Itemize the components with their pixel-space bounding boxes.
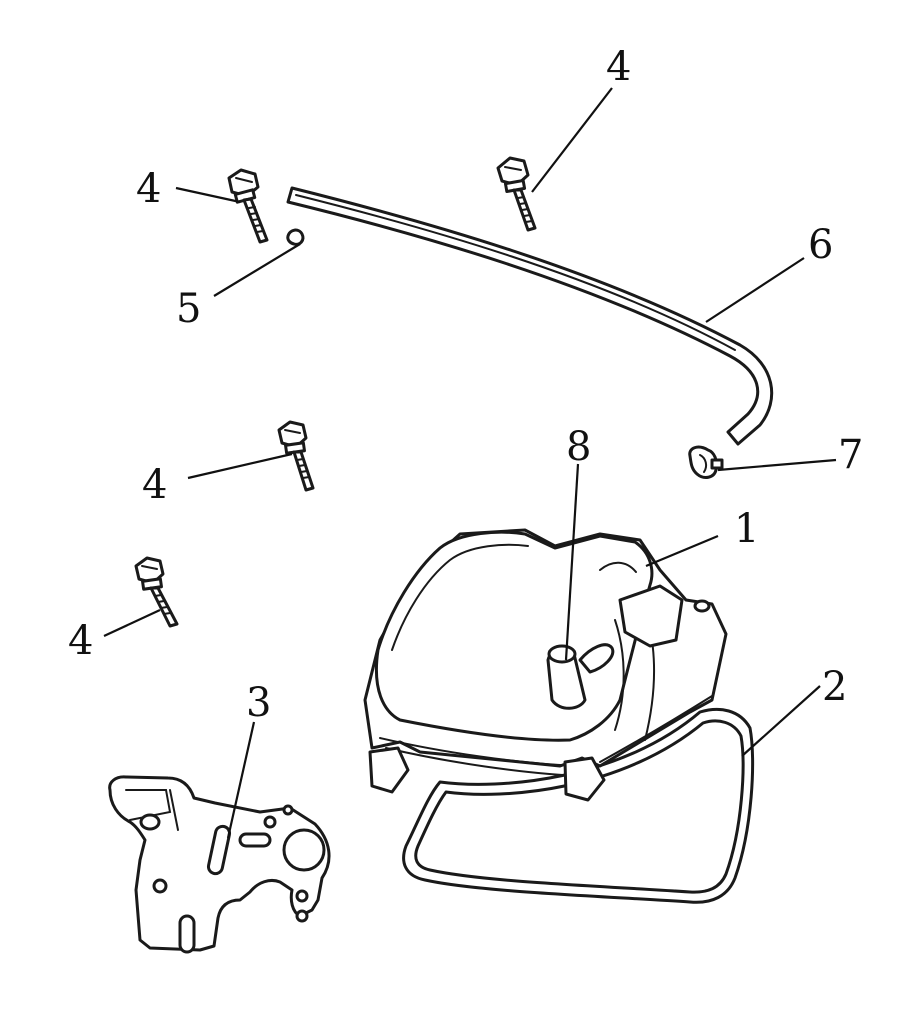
guide-plate-part-3 xyxy=(108,775,331,954)
leader-1 xyxy=(645,534,719,568)
bolt-part-4-upper-left xyxy=(227,168,269,244)
bolt-part-4-lower-left xyxy=(134,556,179,628)
leader-2 xyxy=(741,685,821,757)
callout-labels: 4 4 6 5 8 7 4 1 4 2 3 xyxy=(68,44,863,726)
leader-5 xyxy=(213,243,301,297)
callout-8: 8 xyxy=(566,424,591,470)
leader-7 xyxy=(717,458,837,472)
callout-4-upper-right: 4 xyxy=(606,44,631,90)
leader-lines xyxy=(103,87,837,839)
hose-clip-part-5 xyxy=(286,228,305,246)
leader-4-lower-left xyxy=(103,609,161,637)
breather-nipple-part-8 xyxy=(546,643,615,710)
leader-3 xyxy=(226,721,256,839)
leader-6 xyxy=(705,257,805,323)
callout-6: 6 xyxy=(808,222,833,268)
breather-hose-part-6 xyxy=(286,186,774,446)
callout-3: 3 xyxy=(246,680,271,726)
callout-2: 2 xyxy=(822,664,847,710)
leader-4-upper-left xyxy=(175,186,241,204)
leader-4-upper-right xyxy=(531,87,613,193)
gasket-part-2 xyxy=(402,707,755,904)
callout-4-upper-left: 4 xyxy=(136,166,161,212)
callout-1: 1 xyxy=(734,506,759,552)
callout-5: 5 xyxy=(176,286,201,332)
hose-clamp-part-7 xyxy=(688,445,724,479)
callout-7: 7 xyxy=(838,432,863,478)
leader-8 xyxy=(564,463,580,661)
bolt-part-4-upper-right xyxy=(496,156,537,232)
callout-4-lower-left: 4 xyxy=(68,618,93,664)
bolt-part-4-middle-left xyxy=(277,420,315,492)
leader-4-middle-left xyxy=(187,452,293,480)
callout-4-middle-left: 4 xyxy=(142,462,167,508)
